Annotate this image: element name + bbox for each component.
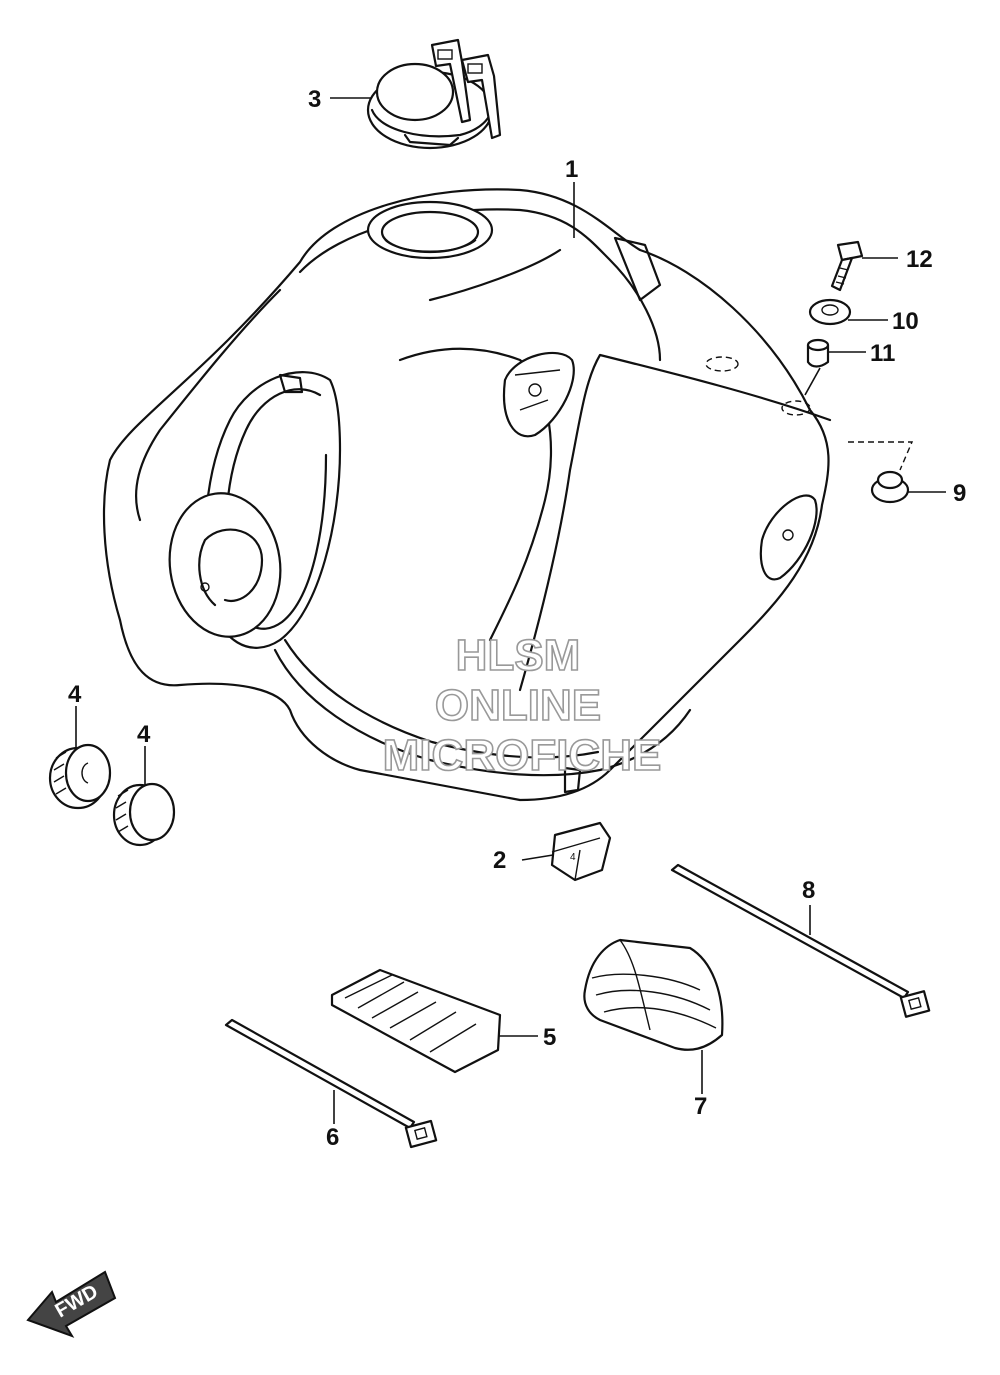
cable-tie-part-6[interactable] <box>224 1018 438 1149</box>
cable-tie-part-8[interactable] <box>670 863 931 1018</box>
watermark-line-2: ONLINE <box>435 681 601 730</box>
callout-5: 5 <box>543 1024 556 1051</box>
leader-lines <box>75 97 946 1124</box>
collar-part-11[interactable] <box>806 338 830 368</box>
watermark: HLSM ONLINE MICROFICHE <box>382 630 662 781</box>
callout-9: 9 <box>953 480 966 507</box>
cover-part-7[interactable] <box>583 938 724 1051</box>
grommet-part-9[interactable] <box>870 470 910 504</box>
svg-text:4: 4 <box>570 852 576 863</box>
callout-12: 12 <box>906 246 933 273</box>
fuel-tank[interactable] <box>102 188 832 802</box>
callout-4b: 4 <box>137 721 151 748</box>
callout-4a: 4 <box>68 681 82 708</box>
callout-1: 1 <box>565 156 578 183</box>
forward-arrow-icon: FWD <box>26 1270 117 1338</box>
callout-6: 6 <box>326 1124 339 1151</box>
pad-part-5[interactable] <box>330 968 502 1074</box>
callout-2: 2 <box>493 847 506 874</box>
callout-8: 8 <box>802 877 815 904</box>
callout-10: 10 <box>892 308 919 335</box>
watermark-line-1: HLSM <box>456 631 581 680</box>
watermark-line-3: MICROFICHE <box>383 731 662 780</box>
callout-11: 11 <box>870 340 895 367</box>
bolt-part-12[interactable] <box>830 240 864 292</box>
callout-7: 7 <box>694 1093 707 1120</box>
fuel-cap[interactable] <box>366 38 502 150</box>
cushion-part-4b[interactable] <box>112 782 176 847</box>
callout-labels: 1 2 3 4 4 5 6 7 8 9 10 11 12 <box>68 86 966 1151</box>
clip-part-2[interactable]: 4 <box>550 821 612 882</box>
nut-part-10[interactable] <box>808 298 852 326</box>
callout-3: 3 <box>308 86 321 113</box>
cushion-part-4a[interactable] <box>48 743 112 810</box>
